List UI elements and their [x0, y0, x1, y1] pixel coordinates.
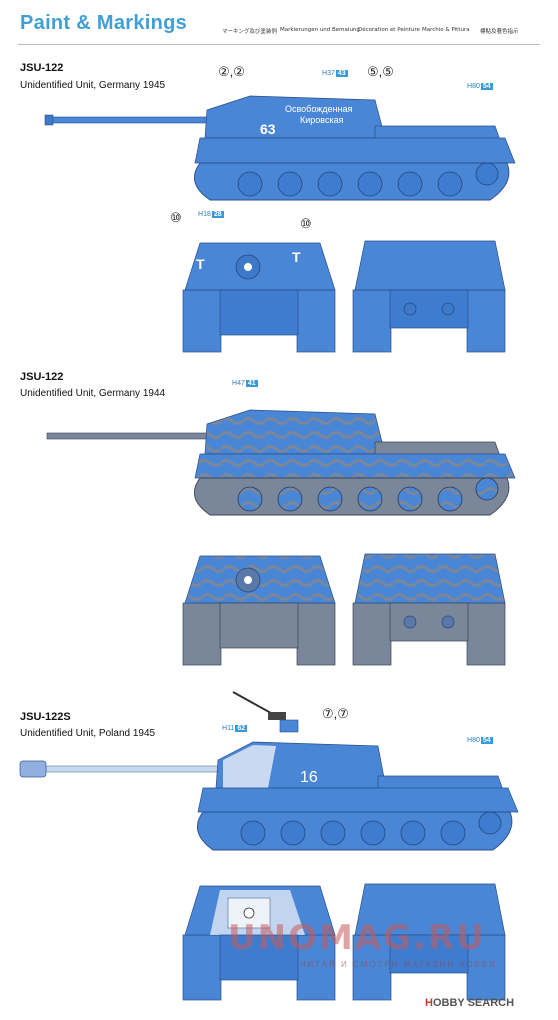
section3-front-view: [182, 885, 336, 1001]
section3-name: JSU-122S: [20, 711, 71, 723]
section1-name: JSU-122: [20, 62, 64, 74]
page-header: Paint & Markings マーキング及び塗装例 Markierungen…: [0, 0, 558, 48]
section2-front-view: [182, 555, 336, 666]
section1-callout-front-right: ⑩: [300, 216, 312, 231]
slogan-line1: Освобожденная: [285, 104, 352, 114]
section1-callout-front-left: ⑩: [170, 210, 182, 225]
section2-side-view: [46, 409, 516, 516]
winter-wash: [223, 745, 276, 788]
tank-casemate: [204, 95, 386, 139]
watermark-subtext: ЧИТАЙ И СМОТРИ МАГАЗИН ХОББИ: [300, 960, 497, 969]
section3-callout: ⑦,⑦: [322, 706, 349, 721]
hull-number: 63: [260, 121, 276, 137]
lang-french: Décoration et Peinture: [358, 27, 420, 33]
section2-unit: Unidentified Unit, Germany 1944: [20, 388, 166, 399]
section2-name: JSU-122: [20, 371, 64, 383]
hull-number: 16: [300, 769, 318, 786]
tank-hull: [194, 137, 516, 164]
hobby-search-logo: HOBBY SEARCH: [425, 997, 515, 1009]
lang-japanese: マーキング及び塗装例: [222, 29, 277, 35]
section1-rear-view: [352, 240, 506, 353]
tank-track: [193, 477, 510, 516]
section3-unit: Unidentified Unit, Poland 1945: [20, 728, 156, 739]
section1-front-view: T T: [182, 242, 336, 353]
lang-german: Markierungen und Bemalung: [280, 27, 360, 33]
aa-machine-gun: [232, 691, 299, 733]
section1-unit: Unidentified Unit, Germany 1945: [20, 80, 166, 91]
tank-gun: [44, 114, 208, 126]
section1-callout-left: ②,②: [218, 64, 245, 79]
header-rule: [18, 44, 540, 45]
front-mark-right: T: [292, 249, 301, 265]
tank-gun: [19, 760, 222, 778]
tank-hull: [194, 453, 516, 479]
tank-track: [193, 162, 510, 201]
section2-rear-view: [352, 553, 506, 666]
section1-callout-right: ⑤,⑤: [367, 64, 394, 79]
road-wheels: [237, 162, 499, 197]
tank-hull: [197, 787, 519, 813]
tank-gun: [46, 432, 208, 440]
tank-casemate: [204, 409, 386, 455]
section3-side-view: 16: [19, 691, 519, 851]
road-wheels: [240, 811, 502, 846]
watermark-text: UNOMAG.RU: [228, 918, 486, 958]
lang-chinese: 標貼及著色指示: [480, 29, 519, 35]
section3-rear-view: [352, 883, 506, 1001]
slogan-line2: Кировская: [300, 115, 344, 125]
page-title: Paint & Markings: [20, 12, 188, 34]
front-mark-left: T: [196, 256, 205, 272]
section1-side-view: 63 Освобожденная Кировская: [44, 95, 516, 201]
road-wheels: [237, 477, 499, 512]
tank-track: [196, 811, 513, 851]
lang-italian: Marchio & Pittura: [422, 27, 470, 33]
